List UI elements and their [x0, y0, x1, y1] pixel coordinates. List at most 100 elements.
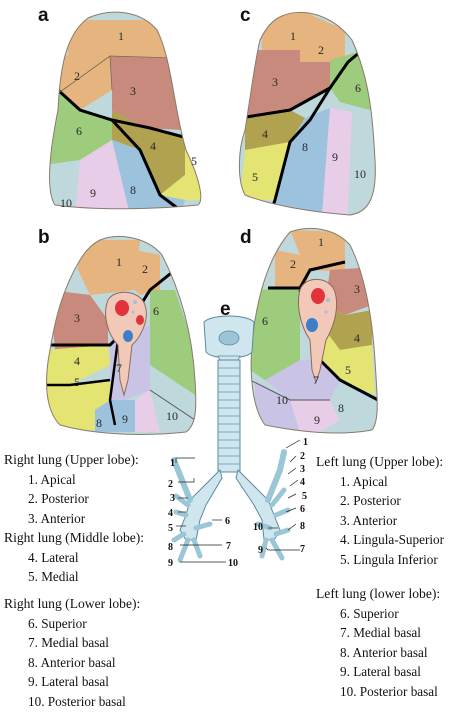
panel-letter-a: a: [38, 5, 49, 26]
legend-item: 5. Medial: [28, 569, 79, 585]
segment-number: 6: [262, 314, 268, 328]
legend-item: 7. Medial basal: [28, 635, 109, 651]
tree-number: 5: [302, 491, 307, 502]
segment-number: 6: [355, 81, 361, 95]
tree-number: 2: [168, 479, 173, 490]
legend-item: 8. Anterior basal: [340, 644, 428, 660]
legend-item: 2. Posterior: [28, 491, 89, 507]
panel-letter-d: d: [240, 227, 252, 248]
legend-left-upper-lobe: Left lung (Upper lobe): 1. Apical 2. Pos…: [316, 452, 444, 570]
panel-letter-b: b: [38, 227, 50, 248]
legend-item: 8. Anterior basal: [28, 654, 116, 670]
tree-number: 5: [168, 523, 173, 534]
panel-letter-e: e: [220, 299, 231, 320]
segment-number: 2: [290, 257, 296, 271]
legend-item: 4. Lateral: [28, 549, 79, 565]
tree-number: 9: [168, 558, 173, 569]
legend-heading: Left lung (lower lobe):: [316, 586, 441, 601]
segment-number: 8: [302, 140, 308, 154]
tree-number: 4: [300, 477, 305, 488]
legend-item: 10. Posterior basal: [340, 683, 438, 699]
segment-number: 2: [142, 262, 148, 276]
legend-item: 1. Apical: [28, 471, 76, 487]
lung-panel-d: [251, 228, 378, 433]
segment-number: 1: [118, 29, 124, 43]
hilum-b: [105, 291, 147, 397]
tree-number: 1: [170, 458, 175, 469]
segment-number: 1: [116, 255, 122, 269]
segment-number: 5: [252, 170, 258, 184]
legend-item: 1. Apical: [340, 473, 388, 489]
lung-panel-b: [46, 236, 196, 435]
segment-number: 6: [76, 124, 82, 138]
legend-right-middle-lobe: Right lung (Middle lobe): 4. Lateral 5. …: [4, 528, 144, 587]
lung-panel-a: [49, 12, 201, 209]
tree-number: 8: [168, 542, 173, 553]
lung-panel-c: [239, 12, 376, 215]
tree-number: 10: [228, 558, 238, 569]
segment-number: 3: [272, 75, 278, 89]
segment-number: 9: [90, 186, 96, 200]
segment-number: 6: [153, 304, 159, 318]
segment-number: 3: [74, 311, 80, 325]
lung-outline-d: [250, 227, 378, 434]
legend-item: 3. Anterior: [28, 510, 86, 526]
legend-item: 4. Lingula-Superior: [340, 532, 445, 548]
legend-item: 9. Lateral basal: [340, 664, 421, 680]
tree-number: 6: [225, 516, 230, 527]
segment-number: 7: [313, 373, 319, 387]
segment-number: 2: [318, 43, 324, 57]
bronchial-tree: [171, 315, 301, 563]
tree-number: 8: [300, 521, 305, 532]
tree-number: 2: [300, 451, 305, 462]
segment-number: 4: [354, 331, 360, 345]
tree-number: 6: [300, 504, 305, 515]
tree-number: 1: [303, 437, 308, 448]
segment-number: 8: [96, 416, 102, 430]
tree-number: 7: [300, 544, 305, 555]
hilum-d: [297, 278, 338, 384]
legend-item: 5. Lingula Inferior: [340, 551, 438, 567]
legend-item: 9. Lateral basal: [28, 674, 109, 690]
legend-item: 10. Posterior basal: [28, 693, 126, 709]
legend-item: 6. Superior: [28, 615, 87, 631]
segment-number: 2: [74, 69, 80, 83]
segment-number: 10: [60, 196, 72, 210]
legend-item: 3. Anterior: [340, 512, 398, 528]
tree-number: 9: [258, 545, 263, 556]
legend-left-lower-lobe: Left lung (lower lobe): 6. Superior 7. M…: [316, 584, 440, 702]
legend-right-upper-lobe: Right lung (Upper lobe): 1. Apical 2. Po…: [4, 450, 139, 528]
segment-number: 8: [130, 183, 136, 197]
segment-number: 4: [150, 139, 156, 153]
segment-number: 5: [74, 375, 80, 389]
legend-heading: Right lung (Lower lobe):: [4, 596, 141, 611]
segment-number: 4: [74, 354, 80, 368]
legend-heading: Left lung (Upper lobe):: [316, 454, 444, 469]
tree-number: 3: [170, 493, 175, 504]
legend-heading: Right lung (Middle lobe):: [4, 530, 145, 545]
segment-number: 3: [354, 282, 360, 296]
tree-number: 10: [253, 522, 263, 533]
lung-outline-b: [46, 236, 197, 435]
tree-number: 7: [226, 541, 231, 552]
segment-number: 4: [262, 127, 268, 141]
tree-number: 4: [168, 508, 173, 519]
segment-number: 9: [332, 150, 338, 164]
segment-number: 7: [116, 361, 122, 375]
tree-number: 3: [300, 464, 305, 475]
segment-number: 9: [314, 413, 320, 427]
segment-number: 8: [338, 401, 344, 415]
legend-item: 6. Superior: [340, 605, 399, 621]
segment-number: 1: [318, 235, 324, 249]
segment-number: 10: [166, 409, 178, 423]
panel-letter-c: c: [240, 5, 251, 26]
segment-number: 9: [122, 412, 128, 426]
legend-item: 7. Medial basal: [340, 625, 421, 641]
lung-outline-c: [238, 11, 376, 216]
lung-outline-a: [48, 11, 202, 210]
segment-number: 10: [276, 393, 288, 407]
segment-number: 3: [130, 84, 136, 98]
legend-right-lower-lobe: Right lung (Lower lobe): 6. Superior 7. …: [4, 594, 140, 712]
segment-number: 1: [290, 29, 296, 43]
